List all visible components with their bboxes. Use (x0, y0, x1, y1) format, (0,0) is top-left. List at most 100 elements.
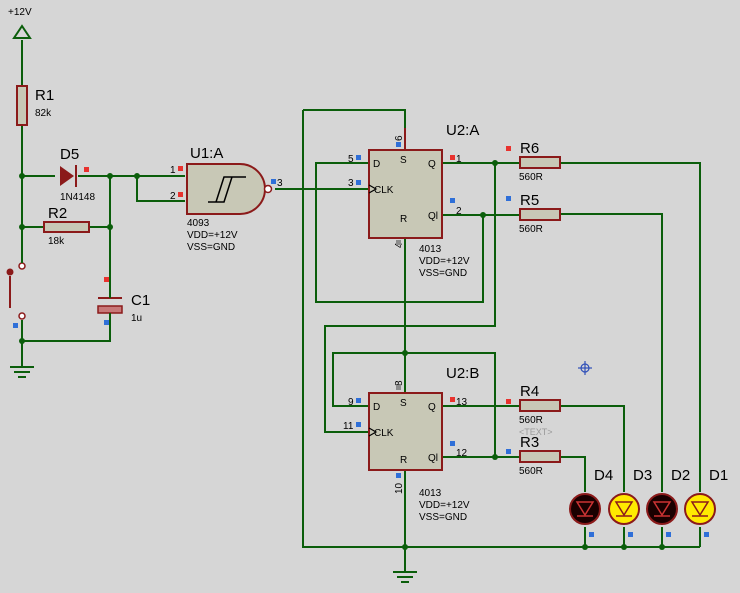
u2b-vdd: VDD=+12V (419, 500, 470, 511)
flipflop-body (368, 149, 443, 239)
led-d2-ref: D2 (671, 467, 690, 484)
pin-marker (178, 166, 183, 171)
u2b-label-clk: CLK (374, 428, 394, 439)
junction-dot (492, 454, 498, 460)
pushbutton-switch[interactable] (6, 262, 26, 328)
led-icon (569, 493, 601, 525)
diode-d5[interactable]: D5 1N4148 (60, 146, 95, 203)
junction-dot (19, 173, 25, 179)
clock-icon (368, 184, 378, 194)
led-icon (684, 493, 716, 525)
pin-marker (104, 320, 109, 325)
pin-marker (396, 142, 401, 147)
r3-ref: R3 (520, 434, 539, 451)
junction-dot (621, 544, 627, 550)
r4-ref: R4 (520, 383, 539, 400)
r4-text-placeholder: <TEXT> (519, 427, 553, 437)
resistor-r3[interactable]: R3 560R (506, 434, 561, 477)
resistor-r5[interactable]: R5 560R (506, 192, 561, 235)
r2-ref: R2 (48, 205, 67, 222)
pin-marker (450, 441, 455, 446)
led-d2[interactable]: D2 (646, 467, 690, 537)
schmitt-icon (208, 176, 246, 203)
resistor-r2[interactable]: R2 18k (43, 205, 90, 247)
u2a-label-r: R (400, 214, 407, 225)
resistor-r1[interactable]: R1 82k (16, 85, 54, 126)
u2a-label-qbar: Ql (428, 211, 438, 222)
u2b-label-d: D (373, 402, 380, 413)
junction-dot (480, 212, 486, 218)
u2a-pin-clk: 3 (348, 178, 354, 189)
u2a-ref: U2:A (446, 122, 479, 139)
power-label: +12V (8, 7, 32, 18)
u2b-pin-r: 10 (394, 482, 405, 494)
u2b-label-qbar: Ql (428, 453, 438, 464)
pin-marker (628, 532, 633, 537)
r3-value: 560R (519, 466, 543, 477)
pin-marker (13, 323, 18, 328)
diode-icon (60, 166, 74, 186)
u2b-pin-qbar: 12 (456, 448, 468, 459)
u1a-pin1: 1 (170, 165, 176, 176)
u2b-pin-clk: 11 (343, 421, 354, 432)
pin-marker (356, 398, 361, 403)
pin-marker (396, 240, 401, 245)
u2b-label-q: Q (428, 402, 436, 413)
button-icon (6, 268, 14, 276)
u1a-vdd: VDD=+12V (187, 230, 238, 241)
d5-value: 1N4148 (60, 192, 95, 203)
gate-u1a[interactable]: U1:A 4093 VDD=+12V VSS=GND 1 2 3 (170, 145, 283, 253)
u2b-ref: U2:B (446, 365, 479, 382)
r6-ref: R6 (520, 140, 539, 157)
resistor-icon (519, 450, 561, 463)
resistor-icon (519, 208, 561, 221)
capacitor-c1[interactable]: C1 1u (97, 277, 150, 325)
r2-value: 18k (48, 236, 65, 247)
ground-left[interactable] (10, 366, 34, 378)
pin-marker (356, 155, 361, 160)
pin-marker (506, 449, 511, 454)
u2b-label-s: S (400, 398, 407, 409)
r5-value: 560R (519, 224, 543, 235)
nand-gate-icon (186, 163, 266, 215)
flipflop-u2a[interactable]: U2:A D CLK S R Q Ql 5 3 6 4 1 2 4013 VDD… (348, 122, 479, 279)
pin-marker (271, 179, 276, 184)
resistor-r6[interactable]: R6 560R (506, 140, 561, 183)
flipflop-u2b[interactable]: U2:B D CLK S R Q Ql 9 11 8 10 13 12 4013… (343, 365, 479, 523)
led-d3[interactable]: D3 (608, 467, 652, 537)
led-d1[interactable]: D1 (684, 467, 728, 537)
wires (21, 40, 701, 572)
pin-marker (506, 196, 511, 201)
u2a-vdd: VDD=+12V (419, 256, 470, 267)
resistor-r4[interactable]: R4 560R <TEXT> (506, 383, 561, 437)
junction-dot (492, 160, 498, 166)
led-icon (646, 493, 678, 525)
u2a-label-clk: CLK (374, 185, 394, 196)
u2a-part: 4013 (419, 244, 442, 255)
resistor-icon (43, 221, 90, 233)
junction-dot (134, 173, 140, 179)
pin-marker (450, 397, 455, 402)
pin-marker (506, 399, 511, 404)
r6-value: 560R (519, 172, 543, 183)
u2b-part: 4013 (419, 488, 442, 499)
led-icon (608, 493, 640, 525)
pin-marker (84, 167, 89, 172)
u2a-vss: VSS=GND (419, 268, 467, 279)
ground-bottom[interactable] (393, 571, 417, 583)
pin-marker (506, 146, 511, 151)
pin-marker (589, 532, 594, 537)
resistor-icon (16, 85, 28, 126)
u2b-pin-d: 9 (348, 397, 354, 408)
u1a-vss: VSS=GND (187, 242, 235, 253)
led-d4[interactable]: D4 (569, 467, 613, 537)
u2a-label-s: S (400, 155, 407, 166)
resistor-icon (519, 399, 561, 412)
junction-dot (107, 224, 113, 230)
u2a-label-d: D (373, 159, 380, 170)
clock-icon (368, 427, 378, 437)
c1-ref: C1 (131, 292, 150, 309)
led-d1-ref: D1 (709, 467, 728, 484)
u2b-pin-q: 13 (456, 397, 468, 408)
power-terminal[interactable]: +12V (8, 7, 32, 39)
